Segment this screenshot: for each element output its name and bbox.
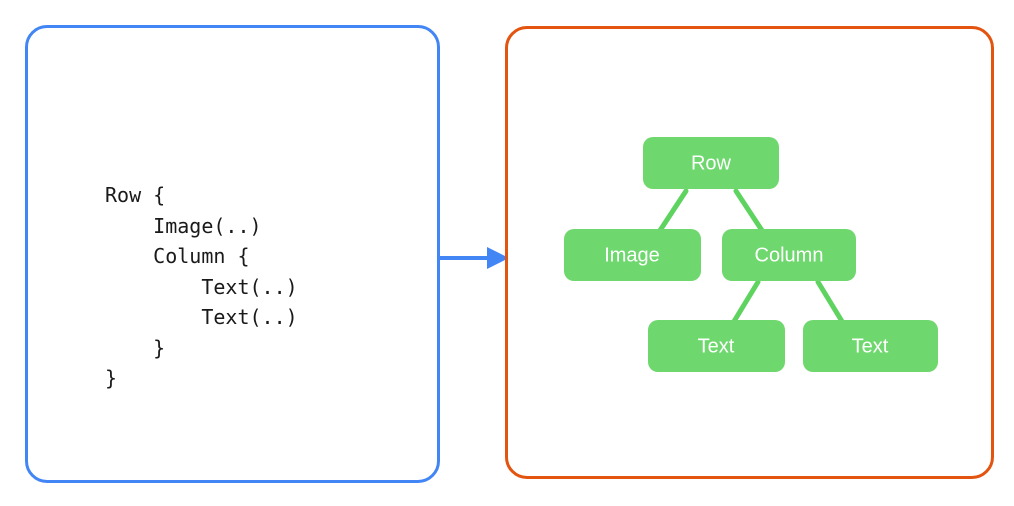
tree-node-image-label: Image [604,244,660,266]
tree-node-text-1[interactable]: Text [648,320,785,372]
tree-node-column-label: Column [755,244,824,266]
transform-arrow-icon [437,247,509,269]
tree-node-text-1-label: Text [698,335,735,357]
tree-node-text-2-label: Text [852,335,889,357]
tree-panel: Row Image Column Text Text [505,26,994,479]
tree-node-row[interactable]: Row [643,137,779,189]
tree-node-row-label: Row [691,152,732,174]
edge-row-image [656,188,689,235]
widget-tree-graphic: Row Image Column Text Text [564,137,938,372]
composable-code-block: Row { Image(..) Column { Text(..) Text(.… [105,183,298,390]
code-panel: Row { Image(..) Column { Text(..) Text(.… [25,25,440,483]
edge-column-text2 [815,279,846,326]
edge-column-text1 [730,279,761,326]
tree-edges [656,188,846,326]
tree-node-image[interactable]: Image [564,229,701,281]
edge-row-column [733,188,766,235]
tree-node-text-2[interactable]: Text [803,320,938,372]
tree-node-column[interactable]: Column [722,229,856,281]
